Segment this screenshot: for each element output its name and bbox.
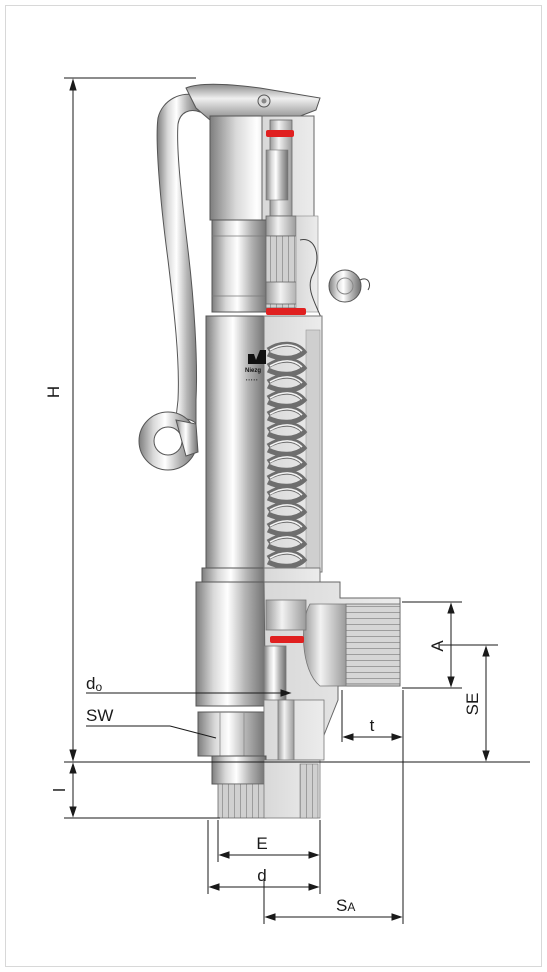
label-d: d [257,866,266,885]
lift-lever [156,93,201,425]
svg-text:▪ ▪ ▪ ▪ ▪: ▪ ▪ ▪ ▪ ▪ [246,377,258,382]
seal-ring-low [270,636,304,643]
label-A: A [428,640,447,652]
label-l: l [50,788,69,792]
brand-logo-text: Niezg [245,368,261,374]
hex-sw [197,711,267,757]
label-H: H [44,386,63,398]
valve-body: Niezg ▪ ▪ ▪ ▪ ▪ [138,83,401,819]
label-SA: SA [336,896,355,915]
label-E: E [256,834,267,853]
inlet-thread [217,783,267,819]
label-SE: SE [463,693,482,716]
lead-seal [328,269,362,303]
label-SW: SW [86,706,113,725]
spring [266,341,308,569]
label-t: t [370,716,375,735]
dimension-lines [64,77,530,924]
dimension-labels: H do SW l E d SA A SE t [44,386,482,915]
brand-logo: Niezg ▪ ▪ ▪ ▪ ▪ [245,350,266,382]
seal-ring-mid [266,308,306,315]
spring-housing [205,315,267,573]
outlet-thread [345,603,401,685]
seal-ring-top [266,130,294,137]
lock-nut [211,219,269,313]
label-do: do [86,674,102,694]
valve-body-lower [195,581,267,707]
